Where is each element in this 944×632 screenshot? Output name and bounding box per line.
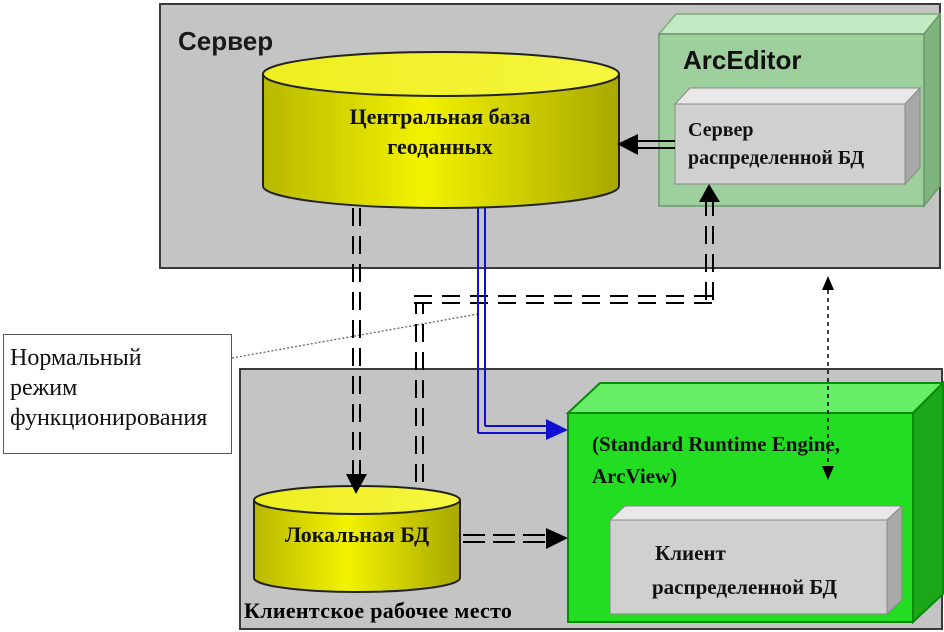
central-db-line2: геоданных — [387, 134, 493, 159]
runtime-label: (Standard Runtime Engine, ArcView) — [592, 428, 840, 492]
note-line2: режим — [10, 375, 78, 401]
central-db-label: Центральная база геоданных — [300, 102, 580, 162]
local-to-runtime-arrow — [463, 534, 548, 543]
arrowhead-right-runtime — [546, 419, 568, 440]
server-db-box — [673, 86, 922, 186]
arrowhead-down-local — [346, 474, 367, 494]
arceditor-title: ArcEditor — [683, 45, 802, 75]
arrowhead-right-runtime-2 — [546, 528, 568, 549]
arrowhead-up-server — [699, 184, 720, 202]
client-db-line2: распределенной БД — [652, 575, 837, 599]
client-db-box — [608, 504, 904, 616]
central-db-cylinder — [262, 51, 620, 209]
runtime-line1: (Standard Runtime Engine, — [592, 432, 840, 456]
local-to-server-arrow — [414, 200, 714, 482]
server-db-line2: распределенной БД — [688, 147, 865, 169]
client-db-label: Клиент распределенной БД — [652, 536, 837, 604]
arrowhead-left-central — [617, 134, 638, 155]
arrowhead-up-sync — [822, 276, 834, 290]
serverdb-to-central-arrow — [638, 140, 675, 149]
central-to-local-arrow — [352, 208, 361, 475]
normal-mode-note: Нормальный режим функционирования — [3, 334, 232, 454]
note-connector — [231, 313, 479, 359]
local-db-label: Локальная БД — [284, 522, 430, 547]
central-db-line1: Центральная база — [349, 104, 531, 129]
arrowhead-down-sync — [822, 466, 834, 480]
note-line3: функционирования — [10, 405, 208, 431]
server-db-line1: Сервер — [688, 119, 754, 141]
server-title: Сервер — [178, 26, 274, 56]
client-db-line1: Клиент — [655, 541, 726, 565]
note-line1: Нормальный — [10, 345, 142, 371]
server-db-label: Сервер распределенной БД — [688, 116, 864, 172]
client-title: Клиентское рабочее место — [244, 598, 513, 623]
central-to-runtime-arrow — [477, 207, 548, 434]
runtime-line2: ArcView) — [592, 464, 678, 488]
local-db-cylinder — [253, 485, 461, 593]
